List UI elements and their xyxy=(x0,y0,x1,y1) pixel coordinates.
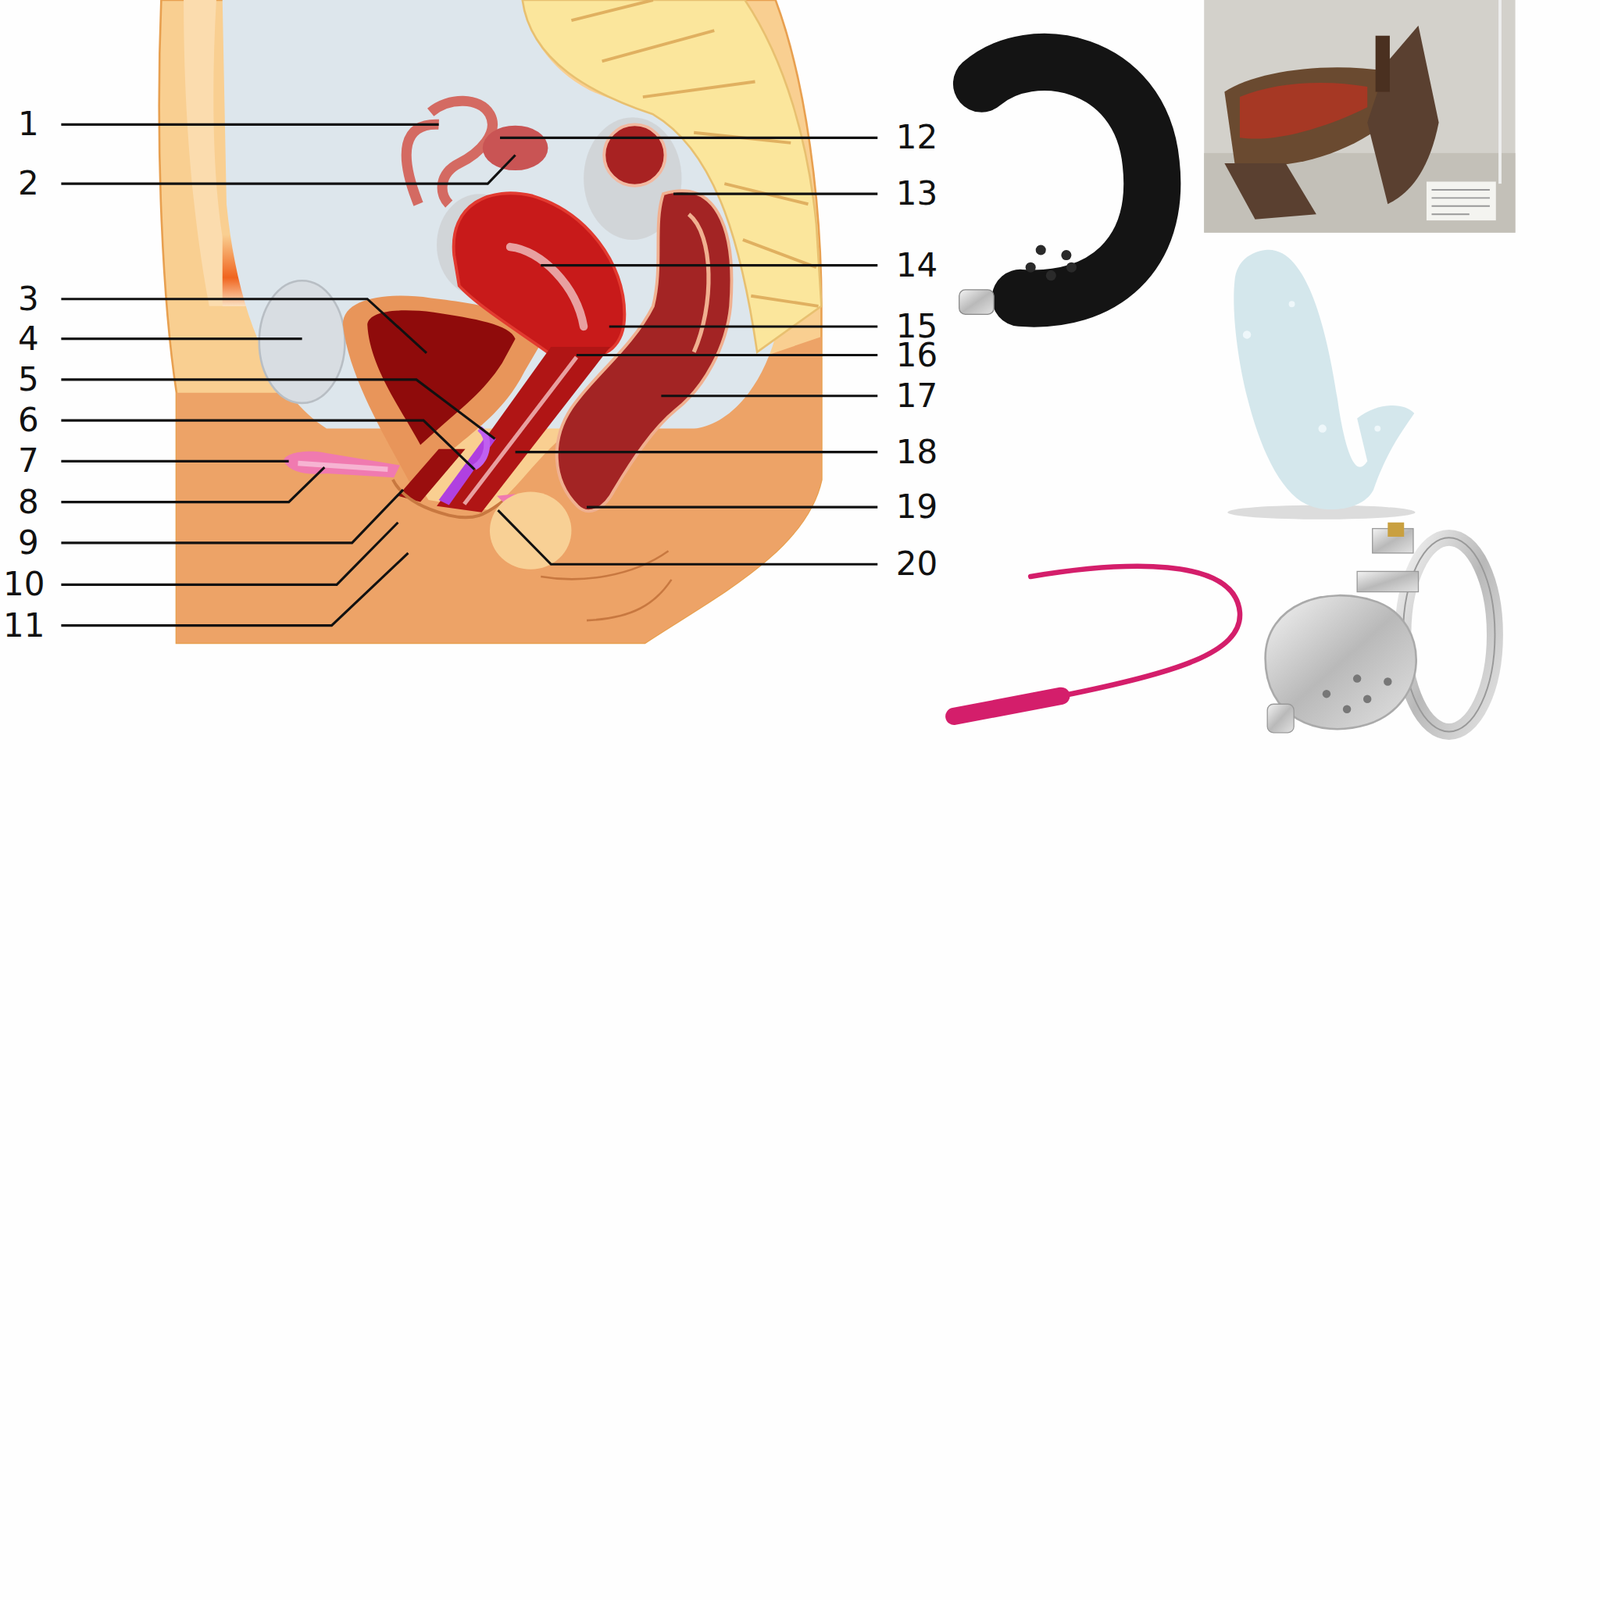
callout-number: 10 xyxy=(3,567,45,601)
pelvis-illustration xyxy=(159,0,822,643)
saddle-photo xyxy=(1203,0,1515,233)
leader-lines xyxy=(60,124,878,625)
callout-number: 14 xyxy=(896,249,938,283)
callout-number: 17 xyxy=(896,379,938,413)
callout-number: 3 xyxy=(17,282,40,316)
callout-number: 12 xyxy=(896,121,938,154)
callout-number: 7 xyxy=(17,444,40,478)
callout-number: 8 xyxy=(17,485,40,519)
massager-picture xyxy=(959,62,1153,315)
callout-number: 2 xyxy=(17,167,40,200)
callout-number: 1 xyxy=(17,107,40,141)
whale-vibrator-picture xyxy=(1227,250,1415,520)
callout-number: 19 xyxy=(896,490,938,524)
callout-number: 11 xyxy=(3,609,45,643)
callout-number: 4 xyxy=(17,322,40,356)
callout-number: 13 xyxy=(896,177,938,211)
callout-number: 6 xyxy=(17,403,40,437)
callout-number: 16 xyxy=(896,339,938,372)
sound-picture xyxy=(953,566,1240,717)
callout-number: 20 xyxy=(896,547,938,581)
cage-picture xyxy=(1265,522,1496,733)
callout-number: 5 xyxy=(17,363,40,397)
callout-number: 9 xyxy=(17,526,40,560)
callout-number: 18 xyxy=(896,435,938,469)
